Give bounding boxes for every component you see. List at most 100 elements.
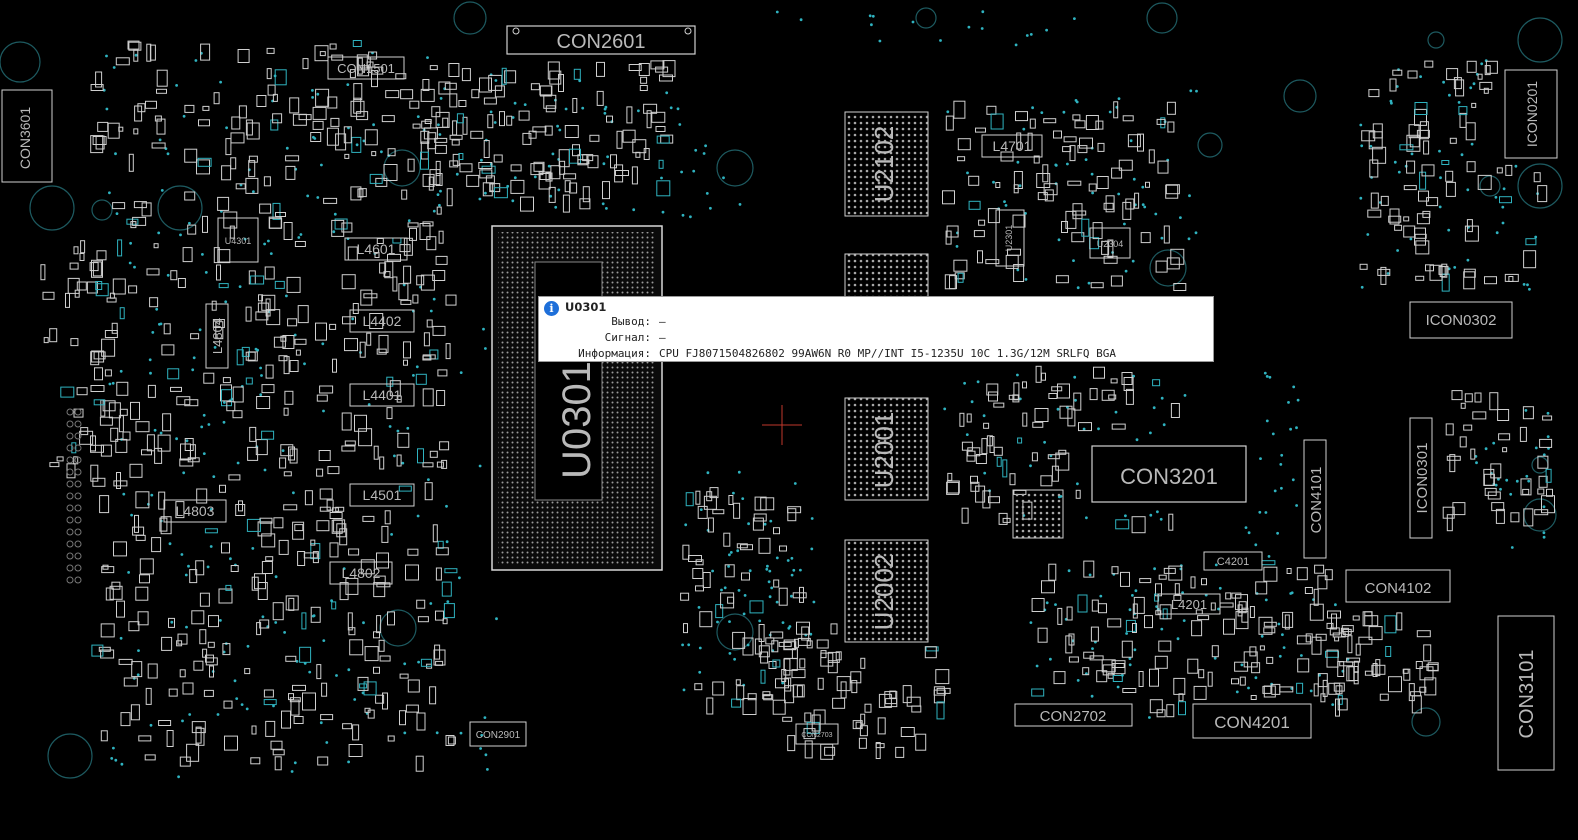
smd-component [1013, 264, 1025, 282]
connector-con2702[interactable]: CON2702 [1014, 703, 1133, 727]
via [1457, 101, 1461, 104]
inductor-l4501[interactable]: L4501 [349, 483, 415, 507]
smd-component [387, 148, 396, 157]
smd-component [130, 704, 140, 721]
connector-con2901[interactable]: CON2901 [469, 721, 527, 747]
via [1003, 200, 1006, 204]
smd-component [1027, 132, 1033, 151]
connector-con4101[interactable]: CON4101 [1303, 439, 1327, 559]
smd-component [1125, 388, 1134, 405]
connector-icon0201[interactable]: ICON0201 [1504, 69, 1558, 159]
smd-component [135, 421, 150, 433]
smd-component [1458, 106, 1468, 116]
smd-component [1173, 283, 1187, 291]
inductor-l4701[interactable]: L4701 [981, 134, 1043, 158]
via [1154, 212, 1158, 216]
ic-u2304[interactable]: U2304 [1089, 227, 1131, 259]
smd-component [360, 559, 375, 575]
smd-component [60, 386, 75, 398]
smd-component [317, 756, 329, 766]
smd-component [378, 334, 389, 353]
ic-u2301[interactable]: U2301 [995, 209, 1025, 267]
connector-con2703[interactable]: CON2703 [795, 723, 839, 745]
inductor-l4402[interactable]: L4402 [349, 309, 415, 333]
smd-component [272, 93, 278, 102]
smd-component [263, 689, 274, 698]
via [459, 371, 463, 374]
inductor-l4803[interactable]: L4803 [163, 499, 227, 523]
smd-component [1031, 452, 1038, 462]
mounting-hole [47, 733, 93, 779]
smd-component [90, 351, 100, 366]
smd-component [610, 154, 617, 169]
memory-u2001[interactable]: U2001 [844, 397, 929, 501]
smd-component [389, 380, 401, 397]
smd-component [90, 135, 104, 154]
memory-u2101[interactable] [844, 253, 929, 301]
smd-component [128, 41, 142, 51]
edge-pad [74, 480, 82, 488]
via [168, 542, 172, 546]
smd-component [1474, 392, 1482, 403]
smd-component [754, 638, 762, 655]
via [1276, 531, 1279, 535]
memory-u2002[interactable]: U2002 [844, 539, 929, 643]
via [479, 747, 482, 750]
smd-component [1198, 669, 1205, 679]
via [578, 79, 582, 83]
smd-component [266, 47, 275, 54]
smd-component [1297, 658, 1310, 673]
smd-component [163, 323, 171, 335]
smd-component [1442, 506, 1455, 519]
cpu-u0301[interactable]: U0301 [491, 225, 663, 571]
l4701-label: L4701 [993, 138, 1032, 154]
smd-component [968, 200, 981, 210]
via [943, 407, 947, 411]
via [306, 194, 310, 198]
smd-component [655, 126, 666, 132]
via [478, 197, 482, 201]
smd-component [407, 679, 420, 693]
inductor-l4401[interactable]: L4401 [349, 383, 415, 407]
smd-component [422, 79, 430, 91]
smd-component [285, 155, 300, 162]
memory-u2102[interactable]: U2102 [844, 111, 929, 217]
via [188, 713, 192, 716]
via [1472, 82, 1476, 86]
smd-component [740, 544, 753, 551]
via [312, 614, 316, 618]
via [137, 649, 140, 652]
connector-icon0302[interactable]: ICON0302 [1409, 301, 1513, 339]
smd-component [350, 186, 362, 201]
via [603, 111, 607, 115]
via [1273, 489, 1277, 493]
connector-con2601[interactable]: CON2601 [506, 25, 696, 55]
inductor-l4802[interactable]: L4802 [329, 561, 393, 585]
via [175, 437, 179, 441]
connector-icon0301[interactable]: ICON0301 [1409, 417, 1433, 539]
via [297, 236, 301, 239]
via [1522, 283, 1526, 286]
via [1287, 401, 1290, 404]
capacitor-c4201[interactable]: C4201 [1203, 551, 1263, 571]
connector-con3201[interactable]: CON3201 [1091, 445, 1247, 503]
connector-con3601[interactable]: CON3601 [1, 89, 53, 183]
smd-component [1542, 415, 1553, 421]
smd-component [400, 299, 412, 305]
smd-component [801, 626, 810, 641]
ic-u4301[interactable]: U4301 [217, 217, 259, 263]
connector-con3101[interactable]: CON3101 [1497, 615, 1555, 771]
inductor-l4201[interactable]: L4201 [1157, 593, 1221, 615]
smd-component [436, 461, 444, 468]
connector-con1501[interactable]: CON1501 [327, 56, 405, 80]
connector-con4201[interactable]: CON4201 [1192, 703, 1312, 739]
via [1082, 427, 1086, 431]
connector-con4102[interactable]: CON4102 [1345, 569, 1451, 603]
chip-bga-small[interactable] [1012, 489, 1064, 539]
smd-component [261, 294, 276, 311]
smd-component [94, 367, 103, 381]
inductor-l4601[interactable]: L4601 [344, 237, 408, 261]
smd-component [428, 176, 434, 191]
inductor-l4804[interactable]: L4804 [205, 303, 229, 369]
